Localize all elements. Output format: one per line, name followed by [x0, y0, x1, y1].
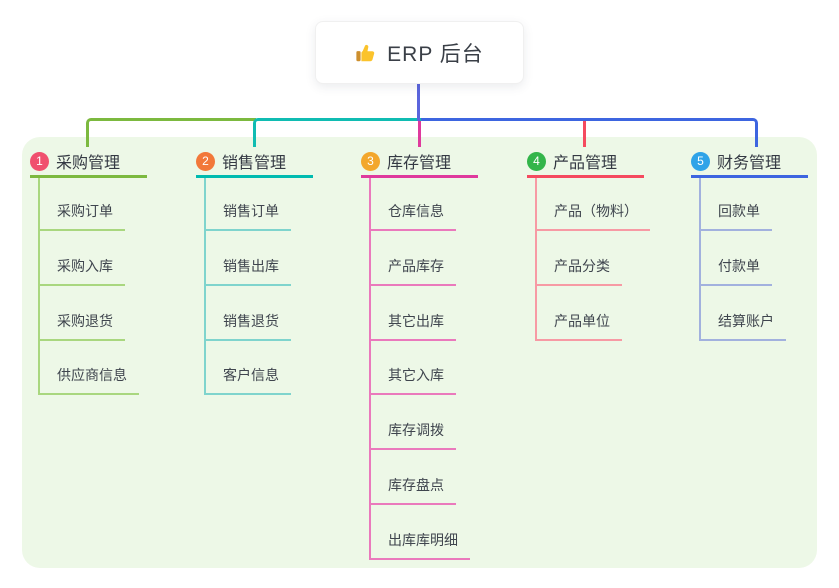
child-node-settlement-account[interactable]: 结算账户	[699, 311, 786, 341]
branch-number-badge: 3	[361, 151, 380, 171]
root-label: ERP 后台	[387, 42, 484, 66]
branch-node-finance[interactable]: 5 财务管理	[691, 147, 808, 178]
child-node-sales-return[interactable]: 销售退货	[204, 311, 291, 341]
branch-label: 库存管理	[387, 155, 452, 172]
children-connector-line	[699, 178, 701, 341]
child-node-product-material[interactable]: 产品（物料）	[535, 201, 650, 231]
branch-node-product[interactable]: 4 产品管理	[527, 147, 644, 178]
child-node-sales-outbound[interactable]: 销售出库	[204, 256, 291, 286]
child-node-purchase-return[interactable]: 采购退货	[38, 311, 125, 341]
branch-number-badge: 1	[30, 151, 49, 171]
connector-branch-product	[583, 118, 586, 147]
child-node-receipt-order[interactable]: 回款单	[699, 201, 772, 231]
child-node-supplier-info[interactable]: 供应商信息	[38, 365, 139, 395]
branch-product: 4 产品管理 产品（物料） 产品分类 产品单位	[527, 0, 650, 588]
connector-branch-finance	[421, 118, 758, 147]
root-node[interactable]: ERP 后台	[315, 21, 524, 84]
child-node-warehouse-info[interactable]: 仓库信息	[369, 201, 456, 231]
branch-label: 产品管理	[553, 155, 618, 172]
branch-inventory: 3 库存管理 仓库信息 产品库存 其它出库 其它入库 库存调拨 库存盘点 出库库…	[361, 0, 478, 588]
children-connector-line	[535, 178, 537, 341]
children-connector-line	[38, 178, 40, 395]
branch-label: 销售管理	[222, 155, 287, 172]
child-node-product-category[interactable]: 产品分类	[535, 256, 622, 286]
branch-number-badge: 2	[196, 151, 215, 171]
child-node-purchase-inbound[interactable]: 采购入库	[38, 256, 125, 286]
branch-number-badge: 5	[691, 151, 710, 171]
connector-branch-inventory	[418, 121, 421, 147]
branch-node-inventory[interactable]: 3 库存管理	[361, 147, 478, 178]
thumbs-up-icon	[355, 42, 377, 64]
branch-node-sales[interactable]: 2 销售管理	[196, 147, 313, 178]
branch-node-purchase[interactable]: 1 采购管理	[30, 147, 147, 178]
child-node-product-stock[interactable]: 产品库存	[369, 256, 456, 286]
child-node-stock-check[interactable]: 库存盘点	[369, 475, 456, 505]
children-connector-line	[369, 178, 371, 560]
child-node-other-inbound[interactable]: 其它入库	[369, 365, 456, 395]
child-node-outbound-detail[interactable]: 出库库明细	[369, 530, 470, 560]
children-connector-line	[204, 178, 206, 395]
child-node-sales-order[interactable]: 销售订单	[204, 201, 291, 231]
branch-sales: 2 销售管理 销售订单 销售出库 销售退货 客户信息	[196, 0, 313, 588]
branch-label: 采购管理	[56, 155, 121, 172]
branch-label: 财务管理	[717, 155, 782, 172]
connector-root	[417, 82, 420, 121]
connector-branch-sales	[253, 118, 421, 147]
connector-branch-purchase	[86, 118, 256, 147]
child-node-payment-order[interactable]: 付款单	[699, 256, 772, 286]
branch-purchase: 1 采购管理 采购订单 采购入库 采购退货 供应商信息	[30, 0, 147, 588]
branches-panel	[22, 137, 817, 568]
child-node-stock-transfer[interactable]: 库存调拨	[369, 420, 456, 450]
branch-number-badge: 4	[527, 151, 546, 171]
child-node-purchase-order[interactable]: 采购订单	[38, 201, 125, 231]
child-node-customer-info[interactable]: 客户信息	[204, 365, 291, 395]
branch-finance: 5 财务管理 回款单 付款单 结算账户	[691, 0, 808, 588]
child-node-other-outbound[interactable]: 其它出库	[369, 311, 456, 341]
child-node-product-unit[interactable]: 产品单位	[535, 311, 622, 341]
